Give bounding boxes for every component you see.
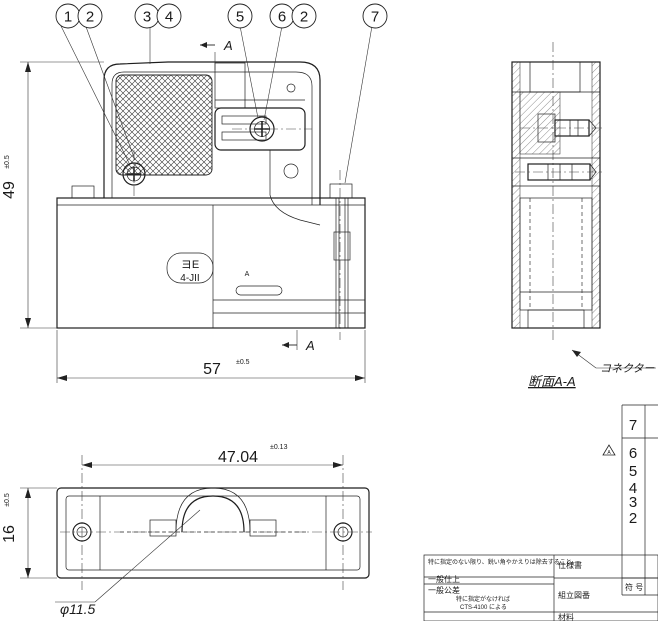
section-view [511, 42, 605, 342]
balloons: 1 2 3 4 5 6 2 7 [55, 3, 388, 184]
dim-width: 57 ±0.5 [56, 330, 366, 383]
tolerance-std-1: 特に指定がなければ [456, 595, 510, 603]
svg-text:7: 7 [371, 9, 379, 26]
balloon-7: 7 [362, 3, 388, 29]
parts-row-6: 6 [629, 445, 637, 462]
parts-row-2: 2 [629, 510, 637, 527]
lower-housing [56, 197, 366, 329]
svg-text:57: 57 [203, 361, 221, 378]
svg-text:47.04: 47.04 [218, 449, 258, 466]
svg-text:A: A [305, 338, 315, 353]
svg-text:A: A [223, 38, 233, 53]
bottom-view [56, 455, 372, 590]
balloon-5: 5 [227, 3, 253, 29]
connector-callout: コネクター [571, 349, 656, 375]
balloon-3: 3 [134, 3, 160, 29]
svg-text:16: 16 [1, 525, 18, 543]
svg-text:2: 2 [86, 9, 94, 26]
bore-callout: φ11.5 [55, 509, 201, 617]
balloon-2: 2 [77, 3, 103, 29]
svg-text:5: 5 [236, 9, 244, 26]
hole [283, 163, 299, 179]
jack-screw [333, 197, 351, 329]
bottom-outline [56, 487, 370, 579]
balloon-6: 6 [269, 3, 295, 29]
svg-text:4: 4 [165, 9, 173, 26]
balloon-1: 1 [55, 3, 81, 29]
svg-text:±0.5: ±0.5 [4, 493, 11, 507]
svg-text:±0.13: ±0.13 [270, 444, 288, 451]
marking-small: A [245, 271, 250, 278]
marking-lower: 4-JII [180, 273, 199, 284]
svg-text:1: 1 [64, 9, 72, 26]
section-title: 断面A-A [528, 374, 576, 389]
dim-pitch: 47.04 ±0.13 [82, 444, 343, 468]
balloon-2b: 2 [291, 3, 317, 29]
svg-text:コネクター: コネクター [600, 363, 656, 375]
upper-cover [103, 61, 321, 205]
svg-text:φ11.5: φ11.5 [60, 601, 96, 617]
spec-label: 仕様書 [558, 560, 582, 570]
dim-depth: 16 ±0.5 [1, 487, 57, 579]
svg-text:±0.5: ±0.5 [236, 359, 250, 366]
assembly-drawing-label: 組立図番 [558, 590, 590, 600]
section-marker-bottom: A [282, 330, 315, 353]
general-tolerance: 一般公差 [428, 585, 460, 595]
marking-upper: ヨE [181, 259, 199, 271]
parts-row-4: 4 [629, 480, 637, 497]
tolerance-std-2: CTS-4100 による [460, 604, 507, 611]
svg-text:2: 2 [300, 9, 308, 26]
material-label: 材料 [558, 612, 574, 621]
front-view: ヨE 4-JII A [56, 61, 366, 340]
svg-text:49: 49 [1, 181, 18, 199]
parts-row-5: 5 [629, 463, 637, 480]
parts-row-7: 7 [629, 417, 637, 434]
balloon-4: 4 [156, 3, 182, 29]
parts-list: 7 6 5 4 3 2 A 符 号 [602, 404, 658, 596]
dim-height: 49 ±0.5 [1, 61, 104, 329]
marking-plate [166, 252, 214, 284]
section-marker-top: A [200, 38, 233, 70]
parts-row-3: 3 [629, 494, 637, 511]
svg-text:6: 6 [278, 9, 286, 26]
title-block: 特に指定のない限り、鋭い角やかえりは除去すること。 一般仕上 一般公差 特に指定… [423, 554, 658, 621]
svg-text:3: 3 [143, 9, 151, 26]
note-deburr: 特に指定のない限り、鋭い角やかえりは除去すること。 [428, 558, 578, 566]
general-finish: 一般仕上 [428, 574, 460, 584]
svg-text:±0.5: ±0.5 [4, 155, 11, 169]
parts-header: 符 号 [625, 582, 643, 592]
revision-mark: A [607, 450, 611, 456]
cable-grip-hatch [115, 74, 213, 176]
